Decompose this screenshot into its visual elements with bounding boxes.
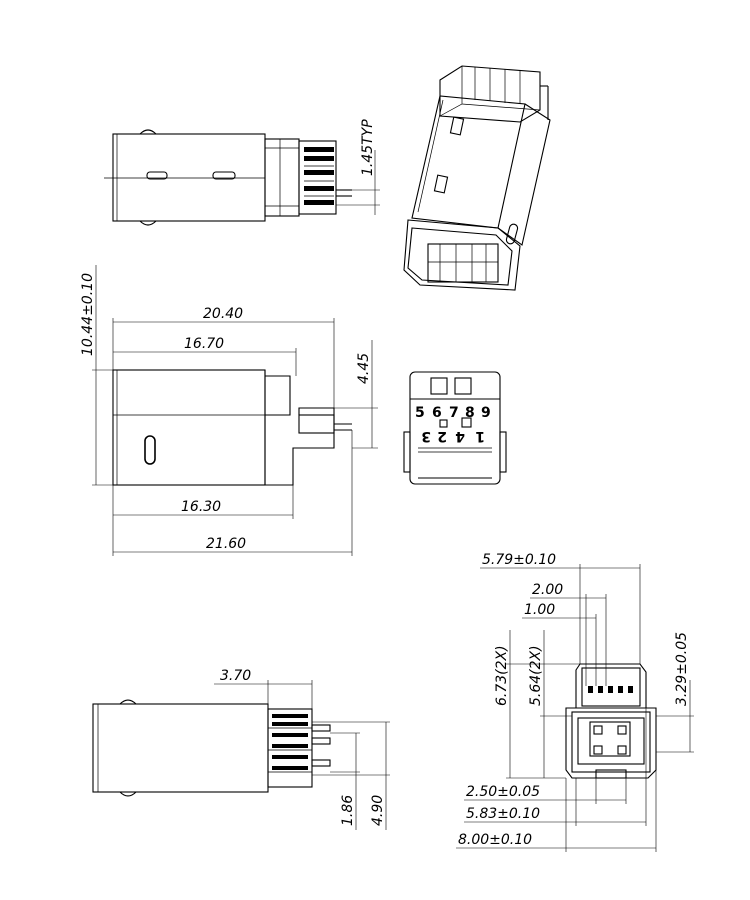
dim-tail-length: 3.70: [220, 668, 251, 684]
bottom-view: [92, 680, 390, 830]
dim-length-shell: 16.70: [184, 336, 224, 352]
dim-front-w1: 2.50±0.05: [466, 784, 540, 800]
pin-number: 1: [475, 428, 485, 444]
dim-height-overall: 10.44±0.10: [80, 273, 96, 356]
pin-number: 9: [481, 405, 491, 421]
dim-length-body: 20.40: [203, 306, 243, 322]
dim-length-overall: 21.60: [206, 536, 246, 552]
dim-front-w2: 5.83±0.10: [466, 806, 540, 822]
dim-front-h1: 6.73(2X): [494, 645, 510, 706]
dim-offset-top: 4.45: [356, 353, 372, 384]
rear-pin-view: [403, 371, 507, 485]
pin-number: 5: [415, 405, 425, 421]
top-view: [104, 129, 380, 226]
dim-pin-span-a: 1.86: [340, 795, 356, 826]
front-view: [456, 564, 694, 852]
dim-pitch-typ: 1.45TYP: [360, 119, 376, 176]
pin-number: 2: [437, 428, 447, 444]
side-view: [92, 265, 378, 556]
pin-number: 8: [465, 405, 475, 421]
dim-front-width: 5.79±0.10: [482, 552, 556, 568]
dim-front-pitch: 1.00: [524, 602, 555, 618]
dim-front-w3: 8.00±0.10: [458, 832, 532, 848]
pin-number: 6: [432, 405, 442, 421]
isometric-view: [403, 65, 551, 291]
dim-length-bottom: 16.30: [181, 499, 221, 515]
dim-pin-span-b: 4.90: [370, 795, 386, 826]
pin-number: 7: [449, 405, 459, 421]
pin-number: 4: [455, 428, 465, 444]
pin-number: 3: [421, 428, 431, 444]
dim-front-h2: 5.64(2X): [528, 645, 544, 706]
dim-front-h3: 3.29±0.05: [674, 632, 690, 706]
pin-numbers: 5 6 7 8 9 3 2 4 1: [415, 405, 491, 444]
dim-front-span-2: 2.00: [532, 582, 563, 598]
